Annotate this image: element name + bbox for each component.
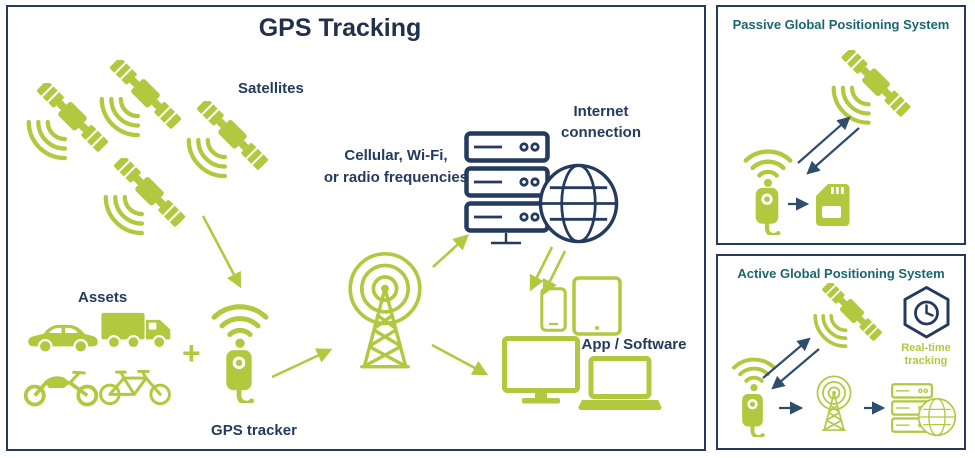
sd-card-icon [812, 182, 854, 228]
page-title: GPS Tracking [258, 14, 422, 42]
cellular-label-line1: Cellular, Wi-Fi, [344, 147, 448, 164]
satellites-label: Satellites [238, 80, 304, 97]
globe-icon [917, 397, 957, 437]
smartphone-icon [540, 287, 567, 332]
gps-tracker-device-icon [750, 186, 784, 235]
passive-panel-title: Passive Global Positioning System [732, 17, 950, 32]
laptop-icon [578, 356, 662, 413]
cellular-label: Cellular, Wi-Fi, or radio frequencies [306, 145, 486, 189]
wifi-signal-icon [726, 352, 782, 392]
internet-label-line1: Internet [573, 103, 629, 120]
monitor-icon [502, 336, 580, 410]
internet-label-line2: connection [560, 124, 641, 141]
globe-icon [537, 162, 620, 245]
realtime-tracking-label: Real-time tracking [894, 342, 958, 368]
realtime-clock-icon [899, 285, 954, 340]
satellite-icon [185, 101, 280, 196]
radio-tower-icon [324, 247, 446, 379]
assets-label: Assets [78, 289, 128, 306]
car-icon [26, 316, 100, 356]
gps-tracker-device-icon [737, 392, 768, 437]
gps-tracker-device-icon [220, 348, 258, 403]
realtime-label-line1: Real-time [901, 342, 951, 354]
realtime-label-line2: tracking [904, 355, 948, 367]
satellite-icon [812, 283, 892, 363]
satellite-icon [98, 60, 193, 155]
wifi-signal-icon [204, 297, 276, 349]
app-software-label: App / Software [581, 336, 687, 353]
wifi-signal-icon [737, 143, 799, 188]
plus-sign: + [182, 335, 201, 371]
truck-icon [100, 304, 178, 358]
tablet-icon [572, 276, 622, 336]
satellite-icon [830, 50, 922, 142]
active-panel-title: Active Global Positioning System [737, 266, 945, 281]
gps-tracker-label: GPS tracker [211, 422, 297, 439]
radio-tower-icon [805, 373, 863, 436]
motorcycle-icon [22, 362, 100, 408]
cellular-label-line2: or radio frequencies [323, 169, 469, 186]
bicycle-icon [98, 359, 172, 409]
satellite-icon [102, 158, 197, 253]
internet-label: Internet connection [541, 101, 661, 143]
